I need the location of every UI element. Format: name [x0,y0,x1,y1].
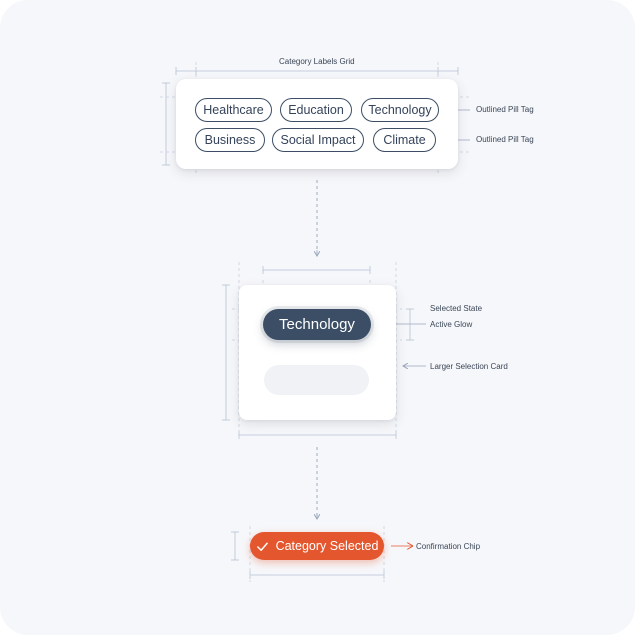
category-grid-card [176,79,458,169]
annotation-active-glow: Active Glow [430,320,473,329]
annotation-outlined-pill-tag-2: Outlined Pill Tag [476,135,534,144]
grid-title: Category Labels Grid [279,57,355,66]
pill-social-impact[interactable]: Social Impact [272,128,364,152]
selection-card [239,285,396,420]
check-icon [256,542,268,551]
annotation-selected-state: Selected State [430,304,483,313]
pill-business[interactable]: Business [195,128,265,152]
annotation-confirmation-chip: Confirmation Chip [416,542,481,551]
pill-climate[interactable]: Climate [373,128,436,152]
annotation-outlined-pill-tag-1: Outlined Pill Tag [476,105,534,114]
pill-healthcare[interactable]: Healthcare [195,98,272,122]
placeholder-bar [264,365,369,395]
confirmation-chip[interactable]: Category Selected [250,532,384,560]
pill-education[interactable]: Education [280,98,352,122]
pill-technology[interactable]: Technology [361,98,439,122]
annotation-larger-selection-card: Larger Selection Card [430,362,508,371]
selected-pill-technology[interactable]: Technology [263,309,371,340]
confirmation-chip-label: Category Selected [275,539,379,553]
